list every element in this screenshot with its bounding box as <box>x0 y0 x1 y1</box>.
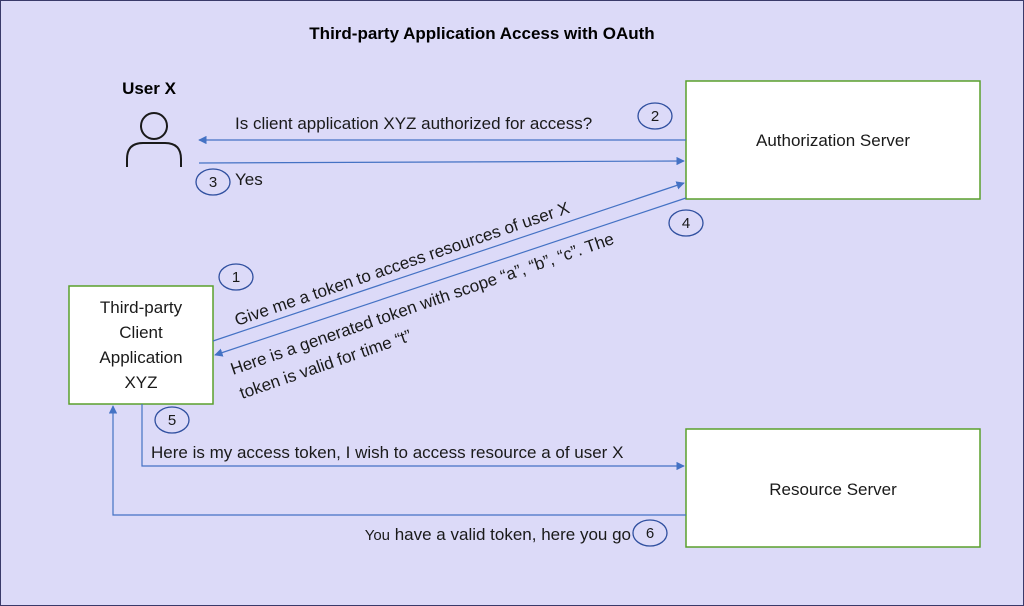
client-label-line-3: Application <box>99 348 182 367</box>
authorization-server-box: Authorization Server <box>685 80 981 200</box>
client-label-line-1: Third-party <box>100 298 183 317</box>
client-application-box: Third-party Client Application XYZ <box>68 285 214 405</box>
authorization-server-label: Authorization Server <box>756 131 910 150</box>
step-2-badge: 2 <box>637 102 673 130</box>
arrow-step-5 <box>141 404 685 471</box>
arrow-step-6 <box>108 405 686 516</box>
diagram-title: Third-party Application Access with OAut… <box>309 24 654 43</box>
step-4-number: 4 <box>682 215 690 232</box>
step-2-text: Is client application XYZ authorized for… <box>235 114 592 133</box>
step-6-text: You have a valid token, here you go <box>365 525 631 544</box>
user-label: User X <box>122 79 177 98</box>
arrow-step-1 <box>212 181 685 342</box>
step-6-badge: 6 <box>632 519 668 547</box>
resource-server-box: Resource Server <box>685 428 981 548</box>
step-5-badge: 5 <box>154 406 190 434</box>
resource-server-label: Resource Server <box>769 480 897 499</box>
step-3-badge: 3 <box>195 168 231 196</box>
step-1-badge: 1 <box>218 263 254 291</box>
step-6-rest: have a valid token, here you go <box>390 525 631 544</box>
step-4-badge: 4 <box>668 209 704 237</box>
step-3-text: Yes <box>235 170 263 189</box>
arrow-step-4 <box>214 197 687 357</box>
step-5-text: Here is my access token, I wish to acces… <box>151 443 623 462</box>
step-2-number: 2 <box>651 108 659 125</box>
step-1-number: 1 <box>232 269 240 286</box>
step-6-number: 6 <box>646 525 654 542</box>
arrow-step-3 <box>198 156 685 166</box>
step-3-number: 3 <box>209 174 217 191</box>
step-6-prefix: You <box>365 527 390 544</box>
client-label-line-4: XYZ <box>124 373 157 392</box>
user-icon <box>126 112 182 167</box>
step-5-number: 5 <box>168 412 176 429</box>
client-label-line-2: Client <box>119 323 163 342</box>
